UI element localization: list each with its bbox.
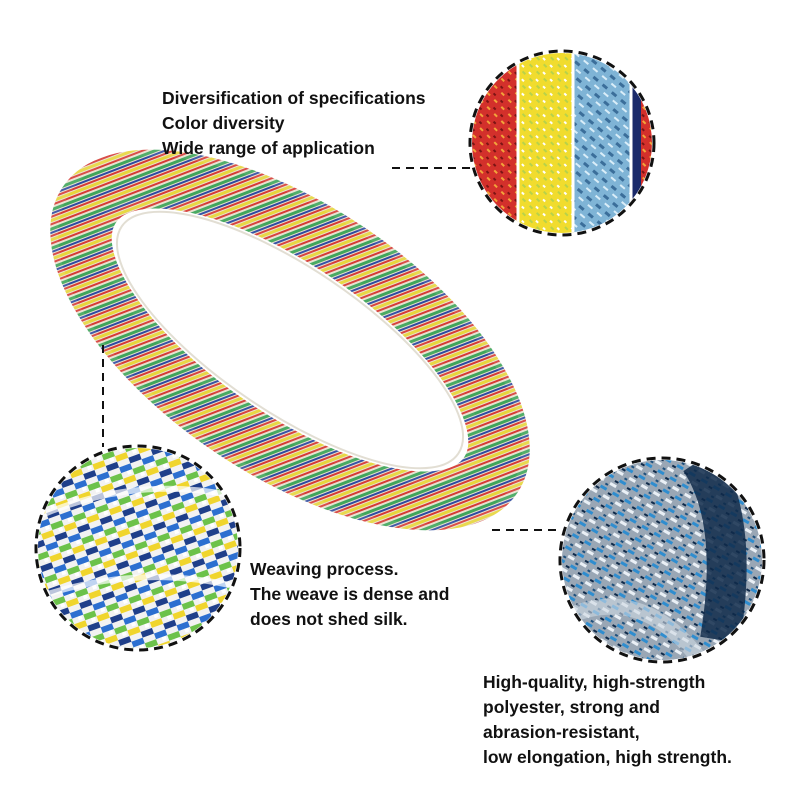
callout-top-line-2: Color diversity bbox=[162, 113, 285, 133]
coiled-rope-image bbox=[50, 149, 530, 531]
callout-left-text: Weaving process. The weave is dense and … bbox=[250, 557, 449, 632]
callout-top-right-text: Diversification of specifications Color … bbox=[162, 86, 426, 161]
callout-top-line-1: Diversification of specifications bbox=[162, 88, 426, 108]
blue-rope-closeup-circle bbox=[558, 456, 766, 664]
callout-top-line-3: Wide range of application bbox=[162, 138, 375, 158]
color-samples-circle bbox=[468, 49, 656, 237]
callout-bottom-line-2: polyester, strong and bbox=[483, 697, 660, 717]
connector-lines bbox=[102, 167, 560, 531]
callout-bottom-line-4: low elongation, high strength. bbox=[483, 747, 732, 767]
callout-bottom-right-text: High-quality, high-strength polyester, s… bbox=[483, 670, 732, 770]
weave-closeup-circle bbox=[34, 444, 242, 652]
callout-left-line-2: The weave is dense and bbox=[250, 584, 450, 604]
callout-bottom-line-1: High-quality, high-strength bbox=[483, 672, 706, 692]
callout-left-line-3: does not shed silk. bbox=[250, 609, 408, 629]
callout-left-line-1: Weaving process. bbox=[250, 559, 399, 579]
callout-bottom-line-3: abrasion-resistant, bbox=[483, 722, 640, 742]
